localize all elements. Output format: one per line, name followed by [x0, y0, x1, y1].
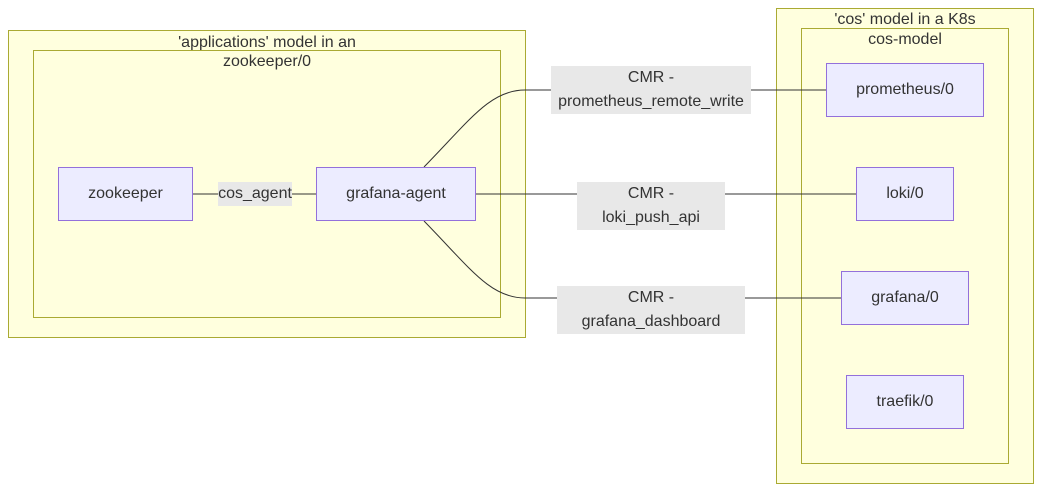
node-prometheus[interactable]: prometheus/0 [826, 63, 984, 117]
applications-model-title: 'applications' model in an [178, 34, 356, 51]
node-traefik[interactable]: traefik/0 [846, 375, 964, 429]
edge-grafana-agent-prometheus [423, 89, 826, 168]
edge-label-cos-agent: cos_agent [218, 182, 292, 206]
cos-model-outer-title: 'cos' model in a K8s [834, 11, 976, 28]
edge-grafana-agent-grafana [423, 220, 841, 299]
edge-label-prometheus-remote-write: CMR - prometheus_remote_write [551, 66, 751, 114]
edge-label-prometheus-line2: prometheus_remote_write [558, 93, 744, 110]
node-zookeeper[interactable]: zookeeper [58, 167, 193, 221]
edge-label-prometheus-line1: CMR - [627, 69, 675, 86]
edge-label-loki-push-api: CMR - loki_push_api [577, 182, 725, 230]
node-grafana-agent[interactable]: grafana-agent [316, 167, 476, 221]
zookeeper-unit-title: zookeeper/0 [222, 53, 312, 70]
node-grafana[interactable]: grafana/0 [841, 271, 969, 325]
edge-label-grafana-dashboard: CMR - grafana_dashboard [557, 286, 745, 334]
cos-model-inner-title: cos-model [868, 31, 942, 48]
node-loki[interactable]: loki/0 [856, 167, 954, 221]
